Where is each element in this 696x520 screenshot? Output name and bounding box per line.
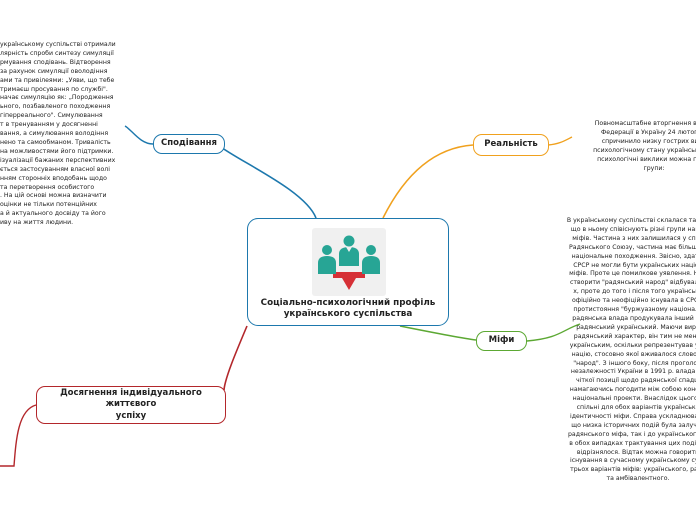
note-line: радянського міфа, так і до українського,… (567, 430, 696, 438)
person-right-body (362, 256, 380, 274)
note-line: оцінки не тільки потенційних (0, 201, 97, 209)
link-dosiahnennia (223, 325, 248, 391)
note-line: Федерації в Україну 24 лютого 2 (600, 128, 696, 136)
note-line: в обох випадках трактування цих подій м (569, 439, 696, 447)
note-line: групи: (643, 164, 665, 172)
note-line: міфів. Частина з них залишилася у спад (572, 234, 696, 242)
central-title-line-2: українського суспільства (283, 309, 413, 320)
note-line: психологічному стану українського с (593, 146, 696, 154)
note-line: нено та самообманом. Тривалість (0, 138, 111, 146)
central-title-line-1: Соціально-психологічний профіль (260, 298, 436, 308)
note-line: спричинило низку гострих викл (601, 137, 696, 145)
person-center-body (339, 247, 359, 266)
note-line: націю, стосовно якої вживалося словосп (571, 350, 696, 358)
person-right-head (366, 245, 376, 255)
note-line: національне походження. Звісно, здатні (571, 252, 696, 260)
note-line: українським, оскільки репрезентував укр (569, 341, 696, 349)
note-line: психологічні виклики можна поділ (597, 155, 696, 163)
note-line: Радянського Союзу, частина має більш ви (569, 243, 696, 251)
branch-dosiahnennia[interactable]: Досягнення індивідуального життєвого усп… (36, 386, 226, 424)
link-realnist (382, 144, 474, 219)
note-line: тримаєш просування по службі". (0, 85, 108, 93)
note-line: "народ". З іншого боку, після проголош (573, 359, 696, 367)
note-line: иву на життя людини. (0, 219, 74, 227)
note-line: національні проекти. Внаслідок цього в (572, 395, 696, 403)
note-mify: В українському суспільстві склалася така… (543, 217, 696, 484)
note-line: за рахунок симуляції оволодіння (0, 67, 108, 75)
link-spodivannia-leaf (124, 125, 154, 145)
note-line: гіперреального". Симулювання (0, 112, 103, 120)
note-line: Повномасштабне вторгнення військ (594, 120, 696, 127)
note-line: нням сторонніх впoдобань щодо (0, 174, 107, 182)
link-mify (399, 325, 477, 341)
branch-spodivannia-label: Сподівання (160, 138, 218, 149)
note-line: на можливостями його підтримки. (0, 147, 114, 155)
branch-realnist[interactable]: Реальність (473, 134, 549, 156)
note-line: ьного, позбавленого походження (0, 103, 111, 111)
note-line: та перетворення особистого (0, 183, 95, 191)
note-line: створити "радянський народ" відбувалис (570, 279, 696, 287)
note-line: рмування сподівань. Відтворення (0, 58, 111, 66)
note-line: В українському суспільстві склалася така… (566, 217, 696, 224)
branch-spodivannia[interactable]: Сподівання (153, 134, 225, 154)
note-line: намагаючись погодити між собою конфлі (569, 386, 696, 394)
central-title: Соціально-психологічний профіль українсь… (252, 298, 444, 321)
note-line: . На цій основі можна визначити (0, 192, 107, 200)
note-realnist: Повномасштабне вторгнення військФедераці… (574, 120, 696, 173)
note-line: ізуалізації бажаних перспективних (0, 156, 116, 164)
note-line: ами та привілеями: „Уяви, що тебе (0, 76, 115, 84)
note-line: лярність спроби синтезу симуляції (0, 49, 114, 57)
person-left-body (318, 256, 336, 274)
note-line: міфів. Проте це помилкове уявлення. Нам (569, 270, 696, 278)
note-line: що в ньому співіснують різні групи націо (570, 225, 696, 233)
note-line: чіткої позиції щодо радянської спадщ (576, 377, 696, 385)
note-line: трьох варіантів міфів: українського, рад… (570, 466, 696, 474)
link-spodivannia (217, 144, 317, 219)
note-line: існування в сучасному українському сусп (570, 457, 696, 465)
central-topic[interactable]: Соціально-психологічний профіль українсь… (247, 218, 449, 326)
note-line: ється застосуванням власної волі (0, 165, 110, 173)
note-line: протистояння "буржуазному національ (573, 306, 696, 314)
note-line: ідентичності міфи. Справа ускладнювала (569, 412, 696, 420)
note-line: вання, а симулювання володіння (0, 130, 109, 138)
note-line: та амбівалентного. (606, 475, 670, 483)
person-center-collar (346, 247, 352, 252)
branch-dosiahnennia-label-line-1: Досягнення індивідуального життєвого (60, 388, 202, 410)
link-realnist-leaf (547, 136, 573, 146)
note-line: українському суспільстві отримали (0, 41, 116, 48)
person-left-head (322, 245, 332, 255)
people-meeting-icon (312, 228, 386, 296)
branch-dosiahnennia-label-line-2: успіху (115, 410, 147, 421)
note-line: що низка історичних подій була залучен (571, 421, 696, 429)
branch-mify-label: Міфи (488, 335, 515, 346)
note-line: начає симуляцію як: „Породження (0, 94, 114, 102)
note-line: т в тренуванням у досягненні (0, 121, 98, 129)
branch-mify[interactable]: Міфи (476, 331, 527, 351)
note-line: радянська влада продукувала інший пр (572, 314, 696, 322)
note-line: відрізнялося. Відтак можна говорити (576, 448, 696, 456)
note-line: а й актуального досвіду та його (0, 210, 106, 218)
note-line: незалежності України в 1991 р. влада не (570, 368, 696, 376)
note-line: офіційно та неофіційно існувала в СРСР. (572, 297, 696, 305)
down-arrow-icon (333, 272, 365, 290)
note-line: радянський український. Маючи вира (576, 323, 696, 331)
note-line: х, проте до того і після того українська (573, 288, 696, 296)
branch-realnist-label: Реальність (484, 139, 538, 150)
note-line: радянський характер, він тим не менш (573, 332, 696, 340)
person-center-head (343, 235, 355, 247)
note-line: СРСР не могли бути українських націон (573, 261, 696, 269)
link-dosiahnennia-leaf (0, 404, 37, 467)
link-mify-leaf (526, 323, 581, 342)
note-line: спільні для обох варіантів українсько (576, 404, 696, 412)
